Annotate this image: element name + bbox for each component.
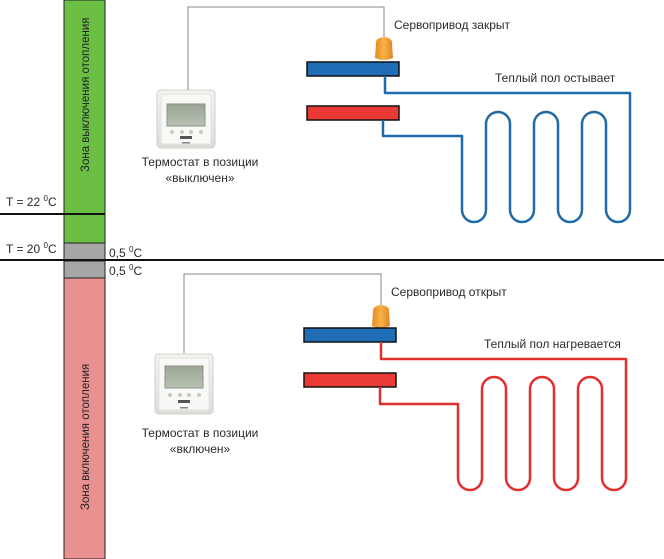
hysteresis-lower-bar [63,260,106,279]
bottom-panel: Термостат в позиции «включен» Сервоприво… [142,273,628,492]
temperature-scale: Зона выключения отопления Зона включения… [0,0,142,559]
thermostat-state-label-line1: Термостат в позиции [142,155,259,169]
control-wire [187,6,385,90]
servo-actuator-icon [372,305,390,328]
thermostat-state-label-line2: «выключен» [165,171,234,185]
return-manifold [306,61,400,77]
on-zone-bar [63,277,106,559]
floor-status-label: Теплый пол нагревается [484,337,621,351]
return-manifold [303,327,397,343]
hysteresis-lower-label: 0,5 0C [109,263,142,278]
thermostat-icon [156,89,216,149]
servo-actuator-icon [375,37,393,60]
top-panel: Термостат в позиции «выключен» Сервоприв… [142,6,632,224]
supply-manifold [306,105,400,121]
servo-status-label: Сервопривод открыт [391,285,507,299]
hysteresis-upper-label: 0,5 0C [109,245,142,260]
thermostat-icon [154,353,214,415]
servo-status-label: Сервопривод закрыт [394,18,511,32]
floor-heating-loop [381,76,632,224]
off-zone-bar [63,0,106,244]
floor-heating-loop [378,342,628,492]
thermostat-state-label-line1: Термостат в позиции [142,426,259,440]
hysteresis-upper-bar [63,242,106,261]
on-zone-label: Зона включения отопления [80,364,92,510]
supply-manifold [303,372,397,388]
thermostat-state-label-line2: «включен» [170,442,231,456]
control-wire [183,273,382,353]
floor-status-label: Теплый пол остывает [495,71,616,85]
off-zone-label: Зона выключения отопления [80,18,92,173]
t20-label: T = 20 0C [6,241,57,256]
t22-label: T = 22 0C [6,194,57,209]
